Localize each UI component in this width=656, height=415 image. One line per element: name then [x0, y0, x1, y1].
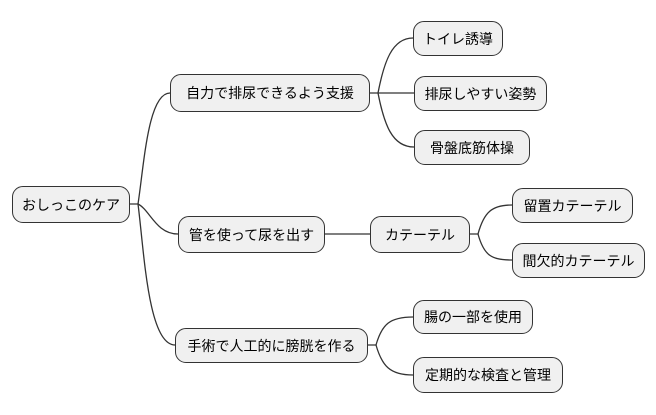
edge-catheter-to-intermittent — [477, 233, 513, 261]
node-surgical-bladder: 手術で人工的に膀胱を作る — [175, 328, 368, 363]
edge-branch1-to-toilet-guidance — [377, 37, 414, 94]
node-pelvic-floor-exercise: 骨盤底筋体操 — [414, 130, 530, 165]
node-intermittent-catheter: 間欠的カテーテル — [512, 243, 645, 278]
node-urination-posture: 排尿しやすい姿勢 — [414, 76, 547, 111]
node-toilet-guidance: トイレ誘導 — [413, 21, 503, 56]
edge-root-to-self-urination — [137, 92, 171, 205]
node-self-urination-support: 自力で排尿できるよう支援 — [170, 74, 370, 112]
edge-catheter-to-indwelling — [477, 204, 513, 235]
edge-branch3-to-intestine — [375, 316, 414, 346]
node-tube-drainage: 管を使って尿を出す — [178, 216, 325, 253]
edge-branch3-to-checkup — [375, 344, 414, 376]
node-indwelling-catheter: 留置カテーテル — [512, 188, 633, 223]
edge-root-to-tube-drainage — [137, 203, 179, 235]
node-catheter: カテーテル — [370, 216, 470, 253]
edge-branch1-to-pelvic-floor — [377, 92, 415, 148]
node-root: おしっこのケア — [12, 186, 130, 223]
edge-root-to-surgical-bladder — [137, 203, 176, 346]
node-regular-checkup: 定期的な検査と管理 — [413, 357, 563, 393]
node-intestine-part: 腸の一部を使用 — [413, 300, 533, 334]
